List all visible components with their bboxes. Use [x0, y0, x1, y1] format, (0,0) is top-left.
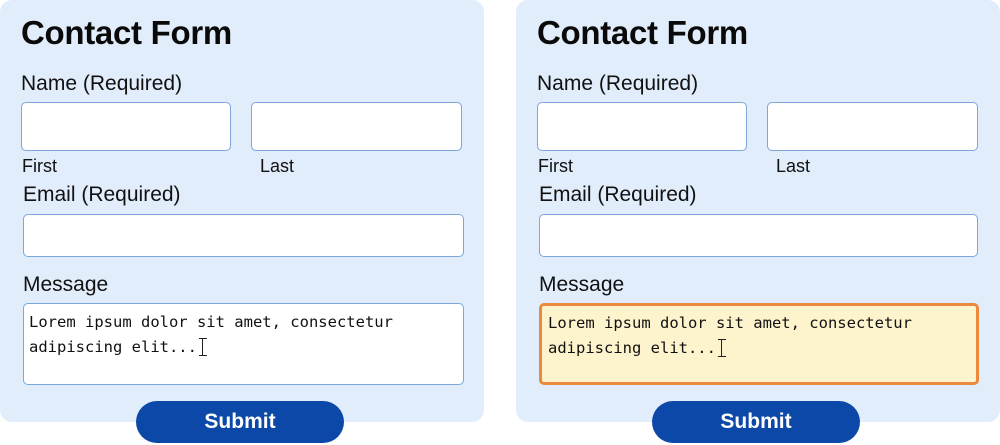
submit-button[interactable]: Submit	[136, 401, 344, 443]
email-input[interactable]	[539, 214, 978, 257]
contact-form-panel-left: Contact Form Name (Required) First Last …	[0, 0, 484, 443]
first-name-sublabel: First	[538, 156, 573, 176]
first-name-sublabel: First	[22, 156, 57, 176]
last-name-input[interactable]	[767, 102, 978, 151]
email-label: Email (Required)	[23, 183, 181, 206]
form-title: Contact Form	[537, 14, 748, 51]
last-name-sublabel: Last	[260, 156, 295, 176]
message-label: Message	[539, 273, 625, 296]
message-line-1: Lorem ipsum dolor sit amet, consectetur	[29, 313, 393, 331]
last-name-sublabel: Last	[776, 156, 811, 176]
message-line-2: adipiscing elit...	[29, 338, 197, 356]
name-label: Name (Required)	[21, 72, 183, 95]
text-cursor-icon	[718, 339, 726, 357]
message-label: Message	[23, 273, 109, 296]
submit-button[interactable]: Submit	[652, 401, 860, 443]
email-input[interactable]	[23, 214, 464, 257]
text-cursor-icon	[199, 338, 207, 356]
first-name-input[interactable]	[21, 102, 231, 151]
name-label: Name (Required)	[537, 72, 699, 95]
message-textarea-focused[interactable]: Lorem ipsum dolor sit amet, consectetur …	[539, 303, 979, 385]
last-name-input[interactable]	[251, 102, 462, 151]
message-line-1: Lorem ipsum dolor sit amet, consectetur	[548, 314, 912, 332]
message-line-2: adipiscing elit...	[548, 339, 716, 357]
form-title: Contact Form	[21, 14, 232, 51]
email-label: Email (Required)	[539, 183, 697, 206]
contact-form-panel-right: Contact Form Name (Required) First Last …	[516, 0, 1000, 443]
message-textarea[interactable]: Lorem ipsum dolor sit amet, consectetur …	[23, 303, 464, 385]
first-name-input[interactable]	[537, 102, 747, 151]
